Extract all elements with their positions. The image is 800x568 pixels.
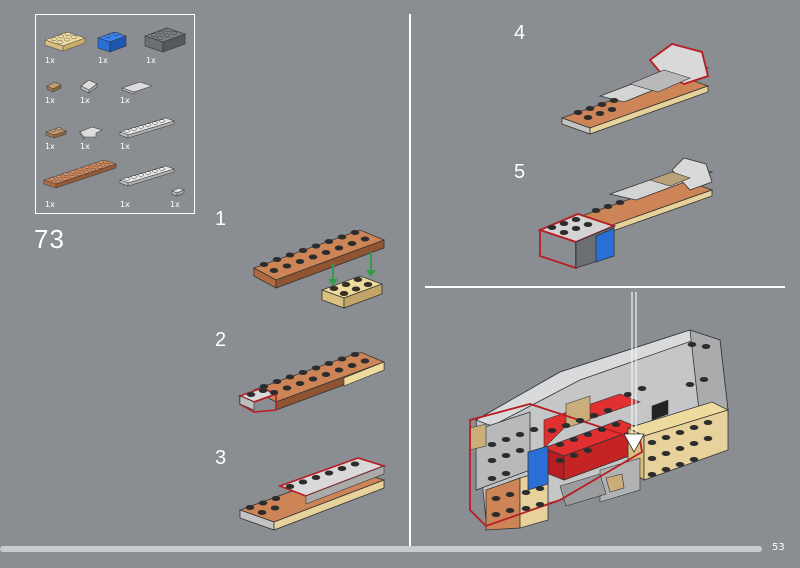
assembly-model	[469, 292, 730, 531]
qty-label: 1x	[120, 96, 130, 105]
main-step-number: 73	[34, 224, 65, 254]
step5-model	[537, 157, 714, 270]
horizontal-divider	[425, 286, 785, 288]
light-gray-corner-tile	[79, 126, 103, 140]
dark-gray-brick-2x3	[144, 27, 186, 53]
qty-label: 1x	[98, 56, 108, 65]
qty-label: 1x	[80, 142, 90, 151]
qty-label: 1x	[170, 200, 180, 209]
vertical-divider	[409, 14, 411, 546]
page-number: 53	[772, 542, 785, 553]
step4-model	[560, 43, 710, 135]
tan-plate-2x3	[44, 31, 86, 52]
step2-model	[237, 351, 386, 413]
sub-step-number: 3	[215, 447, 227, 469]
blue-brick-1x2	[97, 31, 127, 53]
sub-step-number: 2	[215, 329, 227, 351]
qty-label: 1x	[146, 56, 156, 65]
tan-tile-1x1	[46, 81, 62, 93]
step3-model	[238, 457, 387, 531]
parts-list-box	[35, 14, 195, 214]
nougat-plate-2x8	[43, 159, 117, 189]
qty-label: 1x	[120, 200, 130, 209]
qty-label: 1x	[45, 142, 55, 151]
light-gray-slope	[80, 79, 98, 94]
sub-step-number: 5	[514, 161, 526, 183]
qty-label: 1x	[80, 96, 90, 105]
sub-step-number: 4	[514, 22, 526, 44]
qty-label: 1x	[120, 142, 130, 151]
qty-label: 1x	[45, 96, 55, 105]
sub-step-number: 1	[215, 208, 227, 230]
qty-label: 1x	[45, 56, 55, 65]
step1-model	[253, 229, 386, 309]
tan-plate-1x2	[45, 127, 67, 139]
progress-bar	[0, 546, 762, 552]
light-gray-wedge	[121, 81, 153, 95]
light-gray-plate-1x6-b	[119, 165, 175, 187]
light-gray-tile-1x1-b	[171, 187, 185, 197]
qty-label: 1x	[45, 200, 55, 209]
light-gray-plate-1x6	[119, 117, 175, 139]
